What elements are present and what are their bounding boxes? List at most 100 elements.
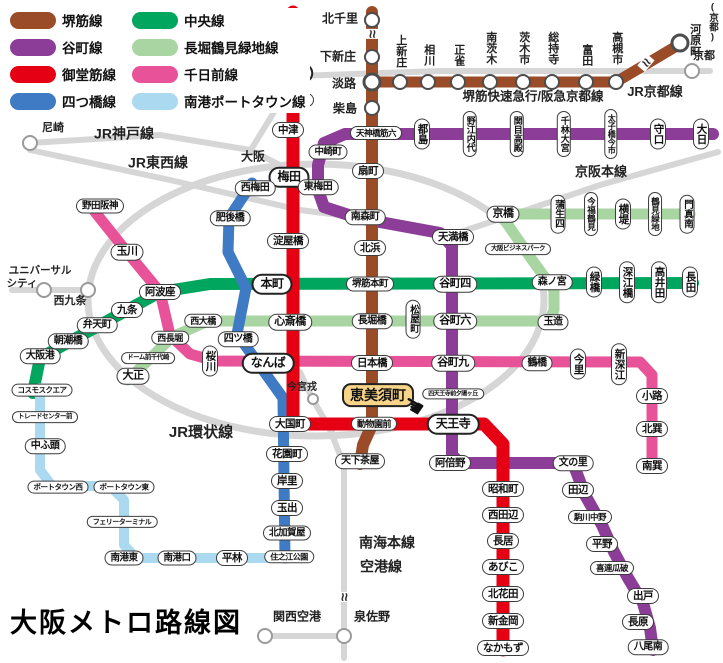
station[interactable]: 西長堀	[151, 330, 189, 346]
station[interactable]: 大国町	[269, 415, 311, 433]
station-circle[interactable]	[36, 282, 52, 298]
station[interactable]: 谷町四	[433, 275, 477, 293]
station-circle[interactable]	[482, 74, 498, 90]
station[interactable]: 高井田	[650, 261, 668, 303]
station[interactable]: 天満橋	[432, 228, 474, 246]
station[interactable]: あびこ	[482, 558, 524, 576]
station[interactable]: 長田	[681, 266, 699, 298]
station[interactable]: 今里	[569, 348, 587, 380]
station[interactable]: 朝潮橋	[47, 333, 89, 349]
station-circle[interactable]	[80, 282, 96, 298]
station[interactable]: 野江内代	[462, 111, 478, 157]
station[interactable]: 肥後橋	[209, 210, 251, 226]
station[interactable]: 淀屋橋	[267, 232, 309, 250]
station[interactable]: 門真南	[679, 194, 695, 234]
station-circle[interactable]	[420, 74, 436, 90]
station-circle[interactable]	[578, 74, 594, 90]
station[interactable]: 小路	[636, 387, 668, 405]
station[interactable]: 西梅田	[234, 180, 276, 196]
station[interactable]: 平野	[586, 535, 618, 553]
station[interactable]: 心斎橋	[268, 313, 312, 331]
station[interactable]: 四天王寺前夕陽ヶ丘	[422, 388, 484, 400]
station[interactable]: 出戸	[627, 587, 659, 605]
station[interactable]: 平林	[216, 549, 248, 567]
station[interactable]: 文の里	[552, 455, 594, 471]
station[interactable]: 花園町	[266, 445, 308, 463]
station[interactable]: 新金岡	[482, 612, 524, 630]
station[interactable]: 大阪港	[19, 348, 61, 364]
station[interactable]: 南港口	[157, 550, 197, 566]
station[interactable]: 鶴見緑地	[648, 192, 662, 236]
station[interactable]: 大正	[116, 367, 150, 385]
station[interactable]: 西田辺	[482, 506, 524, 524]
station[interactable]: トレードセンター前	[12, 411, 78, 423]
station[interactable]: 谷町九	[431, 354, 475, 372]
station[interactable]: 南巽	[636, 457, 668, 475]
station[interactable]: 大日	[692, 118, 710, 150]
station[interactable]: 九条	[111, 301, 143, 319]
station[interactable]: 野田阪神	[75, 198, 125, 214]
station[interactable]: 玉造	[537, 314, 569, 330]
station[interactable]: 天神橋筋六	[349, 126, 403, 140]
station[interactable]: 北花田	[482, 585, 524, 603]
station[interactable]: 関目高殿	[509, 111, 525, 157]
station[interactable]: 深江橋	[618, 261, 636, 303]
station[interactable]: 緑橋	[585, 266, 603, 298]
station-circle[interactable]	[336, 628, 352, 644]
station[interactable]: 横堤	[614, 198, 632, 230]
station-circle[interactable]	[544, 74, 560, 90]
station[interactable]: コスモスクエア	[11, 383, 73, 397]
station[interactable]: 北浜	[354, 239, 386, 257]
station[interactable]: 長堀橋	[351, 313, 393, 329]
station[interactable]: 喜連瓜破	[589, 561, 635, 575]
station[interactable]: フェリーターミナル	[86, 515, 158, 529]
station[interactable]: 八尾南	[627, 639, 669, 655]
station[interactable]: 南森町	[344, 209, 386, 225]
station[interactable]: 大阪ビジネスパーク	[485, 243, 551, 255]
station-circle[interactable]	[362, 72, 382, 92]
station[interactable]: 中ふ頭	[24, 438, 66, 454]
station[interactable]: 扇町	[352, 162, 384, 180]
station-highlighted[interactable]: 恵美須町	[342, 383, 414, 407]
station[interactable]: 中津	[272, 121, 304, 139]
station[interactable]: 堺筋本町	[345, 276, 395, 292]
station[interactable]: 東梅田	[297, 179, 339, 195]
station[interactable]: 長居	[487, 532, 519, 550]
station[interactable]: 天下茶屋	[335, 453, 385, 469]
station[interactable]: 桜川	[201, 345, 219, 377]
station[interactable]: 岸里	[271, 472, 303, 490]
station[interactable]: 動物園前	[350, 416, 398, 432]
station-circle[interactable]	[670, 33, 690, 53]
station[interactable]: 北加賀屋	[262, 525, 312, 541]
station[interactable]: 住之江公園	[264, 550, 314, 564]
station[interactable]: 谷町六	[433, 312, 477, 330]
station[interactable]: 昭和町	[482, 480, 524, 498]
station[interactable]: 阿倍野	[429, 454, 471, 472]
station[interactable]: 長原	[622, 613, 654, 631]
station[interactable]: なんば	[241, 352, 295, 374]
station[interactable]: 新深江	[610, 343, 628, 385]
station-circle[interactable]	[364, 49, 380, 65]
station[interactable]: 都島	[413, 118, 431, 150]
station[interactable]: 南港東	[104, 550, 144, 566]
station[interactable]: 玉出	[271, 499, 303, 517]
station[interactable]: なかもず	[477, 639, 529, 657]
station-circle[interactable]	[392, 74, 408, 90]
station-circle[interactable]	[257, 628, 273, 644]
station[interactable]: 中崎町	[308, 144, 348, 160]
station[interactable]: 天王寺	[426, 413, 480, 435]
station[interactable]: 鶴橋	[521, 355, 553, 371]
station[interactable]: 四ツ橋	[217, 331, 259, 347]
station[interactable]: 京橋	[486, 205, 520, 223]
station[interactable]: 駒川中野	[567, 510, 613, 524]
station-circle[interactable]	[515, 74, 531, 90]
station[interactable]: ポートタウン西	[27, 480, 89, 494]
station-circle[interactable]	[307, 393, 319, 405]
station-circle[interactable]	[684, 63, 700, 79]
station-circle[interactable]	[364, 12, 380, 28]
station[interactable]: 守口	[649, 118, 667, 150]
station-circle[interactable]	[608, 74, 624, 90]
station[interactable]: 北巽	[636, 420, 668, 438]
station[interactable]: 西大橋	[184, 313, 222, 329]
station[interactable]: 玉川	[110, 243, 144, 261]
